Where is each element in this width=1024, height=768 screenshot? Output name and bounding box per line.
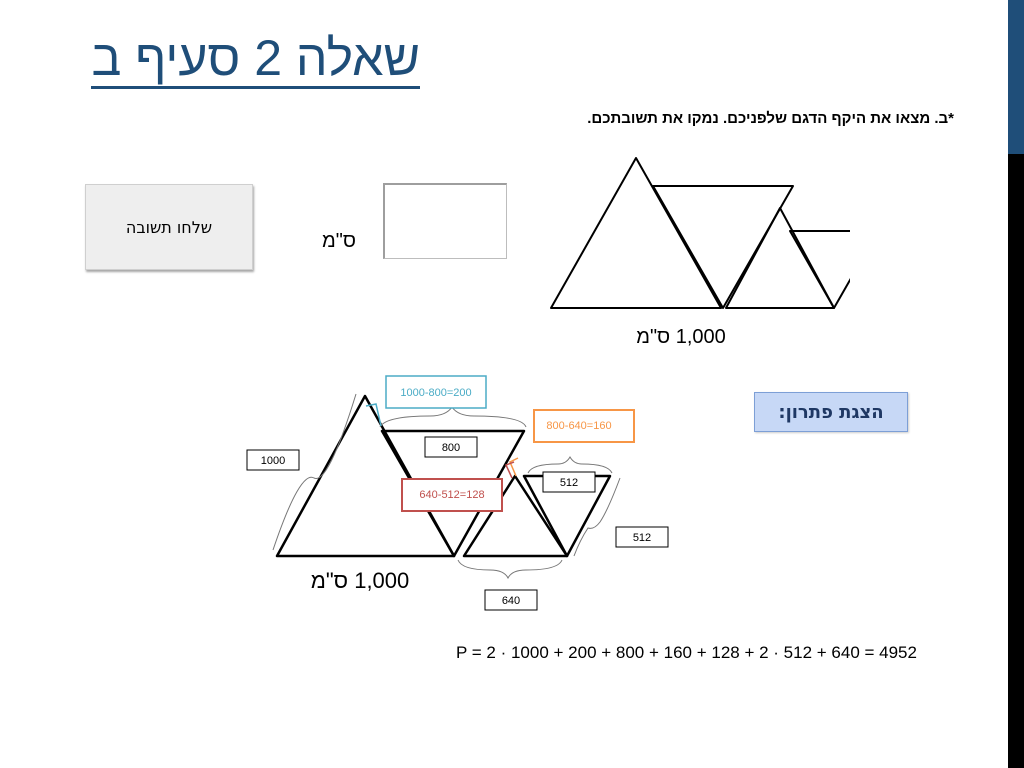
- perimeter-formula: P = 2 · 1000 + 200 + 800 + 160 + 128 + 2…: [456, 643, 917, 662]
- show-solution-button[interactable]: הצגת פתרון:: [754, 392, 908, 432]
- question-text: *ב. מצאו את היקף הדגם שלפניכם. נמקו את ת…: [587, 110, 954, 127]
- brace-right: [573, 477, 621, 557]
- brace-bottom: [457, 559, 563, 580]
- label-640: 640: [502, 595, 520, 607]
- side-accent-bar: [1008, 0, 1024, 154]
- label-800: 800: [442, 442, 460, 454]
- box-512-right-frame: [615, 526, 669, 548]
- orange-leader: [509, 457, 519, 477]
- brace-top: [379, 406, 527, 428]
- figure-base-label: 1,000 ס"מ: [636, 326, 726, 348]
- side-dark-bar: [1008, 154, 1024, 768]
- callout-200-box: [385, 375, 487, 409]
- box-640-frame: [484, 589, 538, 611]
- callout-200: 1000-800=200: [400, 387, 471, 399]
- box-1000-frame: [246, 449, 300, 471]
- callout-160: 800-640=160: [546, 420, 611, 432]
- inverted-triangle: [652, 185, 794, 309]
- label-512-mid: 512: [560, 477, 578, 489]
- teal-leader: [365, 403, 382, 427]
- solution-base-label: 1,000 ס"מ: [311, 568, 410, 593]
- send-answer-button[interactable]: שלחו תשובה: [85, 184, 253, 270]
- solution-large-triangle: [275, 394, 456, 558]
- solution-small-triangle: [462, 474, 569, 558]
- unit-label: ס"מ: [322, 230, 356, 252]
- label-512-right: 512: [633, 532, 651, 544]
- small-triangle: [725, 207, 835, 309]
- red-leader: [504, 461, 515, 479]
- answer-input[interactable]: [383, 183, 507, 259]
- box-512-mid-frame: [542, 471, 596, 493]
- callout-160-box: [533, 409, 635, 443]
- large-triangle: [550, 157, 722, 309]
- pattern-figure: 1,000 ס"מ: [550, 157, 850, 348]
- brace-mid: [527, 455, 613, 474]
- small-inverted-triangle: [789, 230, 850, 309]
- label-1000: 1000: [261, 455, 285, 467]
- solution-figure: 1000-800=200 800-640=160 640-512=128 100…: [246, 375, 669, 611]
- box-800-frame: [424, 436, 478, 458]
- brace-left: [272, 393, 357, 551]
- page-title: שאלה 2 סעיף ב: [91, 30, 420, 89]
- callout-128-box: [401, 478, 503, 512]
- callout-128: 640-512=128: [419, 489, 484, 501]
